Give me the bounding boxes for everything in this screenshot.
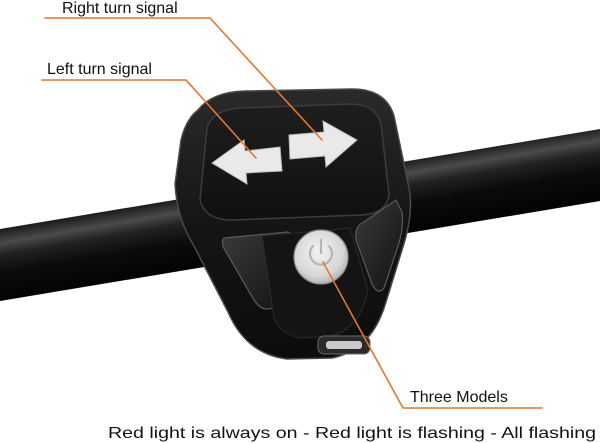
label-three-models: Three Models	[410, 389, 508, 406]
callout-line-right-turn	[44, 17, 323, 141]
callout-right-turn: Right turn signal	[44, 0, 323, 141]
power-icon	[308, 238, 334, 266]
mode-button	[293, 229, 349, 285]
left-arrow-icon	[211, 139, 283, 185]
modes-caption: Red light is always on - Red light is fl…	[108, 425, 596, 442]
usb-port	[317, 335, 371, 355]
label-right-turn-signal: Right turn signal	[62, 0, 178, 17]
callout-left-turn: Left turn signal	[41, 61, 257, 159]
callout-line-three-models	[322, 261, 543, 409]
label-left-turn-signal: Left turn signal	[47, 61, 152, 78]
turn-signal-remote	[174, 88, 412, 360]
callout-three-models: Three Models	[322, 261, 543, 409]
right-side-panel	[355, 199, 404, 292]
right-arrow-icon	[288, 120, 358, 169]
callout-line-left-turn	[41, 79, 257, 159]
